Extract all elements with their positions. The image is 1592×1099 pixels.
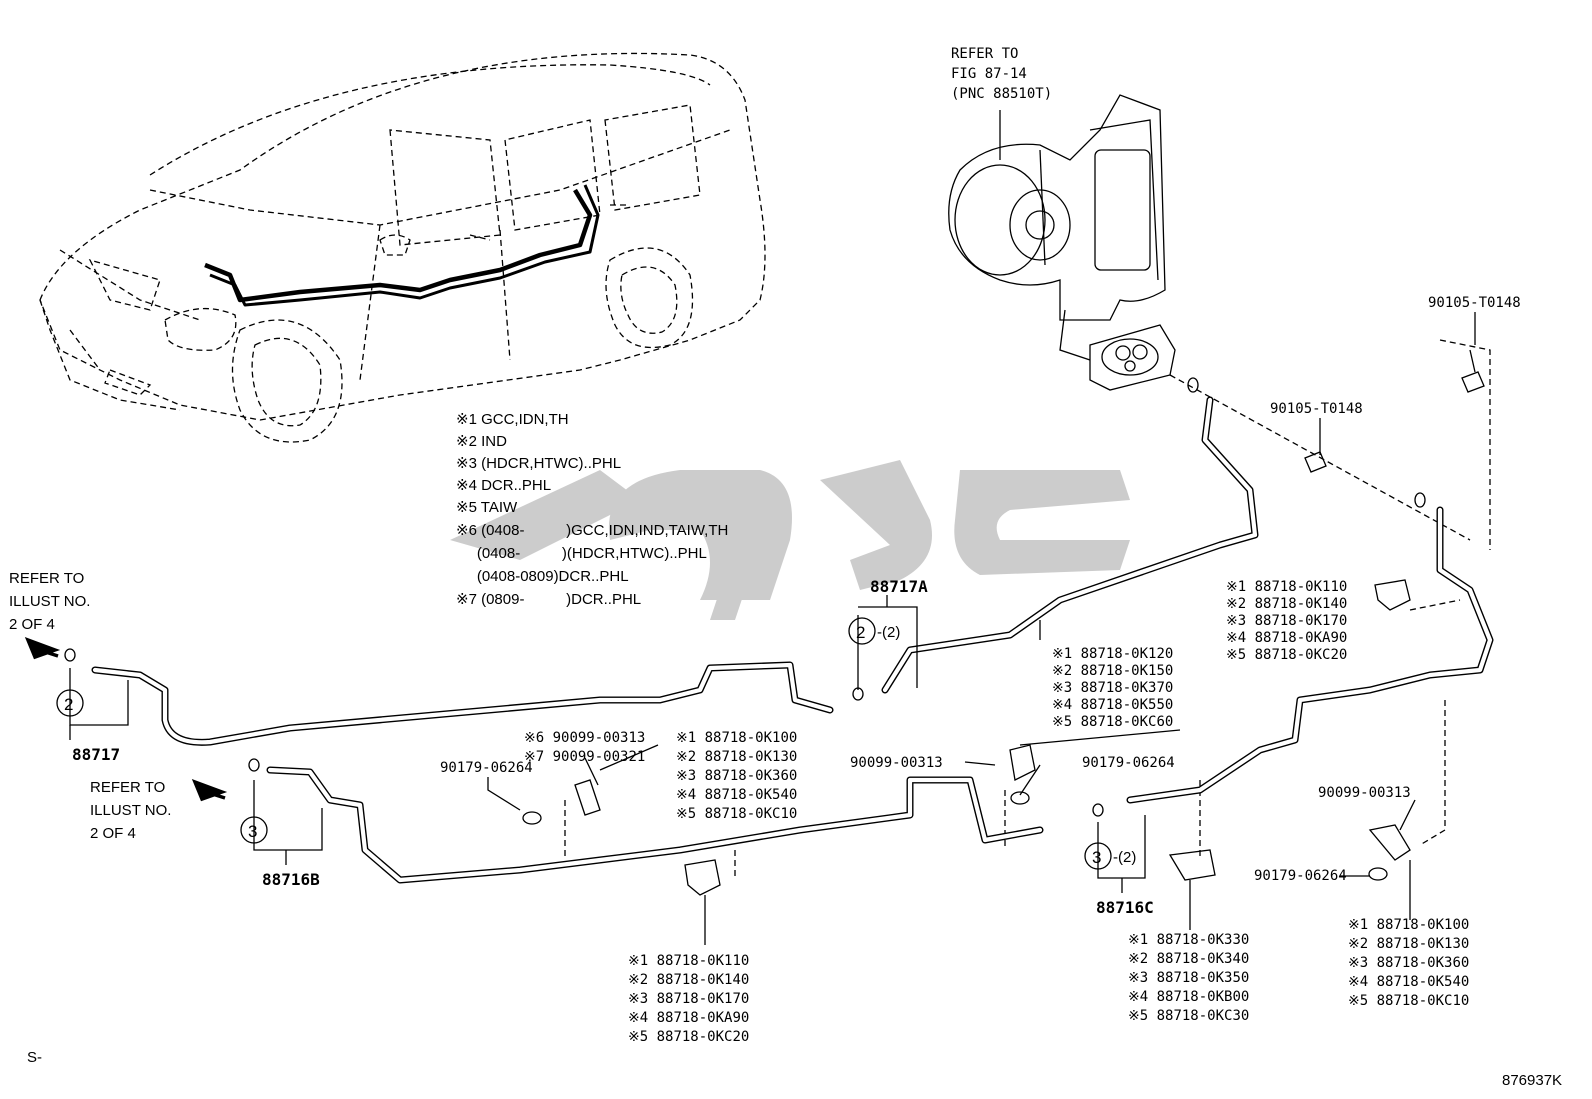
svg-text:※4 88718-0K550: ※4 88718-0K550 (1052, 697, 1173, 713)
part-bolt-center: 90099-00313 (850, 755, 943, 771)
circle-3-right (1084, 842, 1112, 870)
svg-text:※2 88718-0K140: ※2 88718-0K140 (1226, 596, 1347, 612)
legend-line: ※6 (0408- )GCC,IDN,IND,TAIW,TH (456, 522, 728, 539)
svg-text:(PNC 88510T): (PNC 88510T) (951, 86, 1052, 102)
svg-text:※3 88718-0K170: ※3 88718-0K170 (628, 991, 749, 1007)
refer-left-bottom-note: REFER TO ILLUST NO. 2 OF 4 (90, 779, 171, 842)
svg-text:※4 88718-0K540: ※4 88718-0K540 (1348, 974, 1469, 990)
clamp-group-left-bolts: ※6 90099-00313 ※7 90099-00321 (524, 730, 645, 765)
svg-text:※3 88718-0K170: ※3 88718-0K170 (1226, 613, 1347, 629)
callout-lines (69, 312, 1476, 945)
circled-refs: 2 3 2 -(2) 3 -(2) (56, 617, 1136, 870)
svg-text:※5 88718-0KC10: ※5 88718-0KC10 (676, 806, 797, 822)
svg-text:※1 88718-0K120: ※1 88718-0K120 (1052, 646, 1173, 662)
part-bolt-mid: 90105-T0148 (1270, 401, 1363, 417)
svg-text:※4 88718-0KB00: ※4 88718-0KB00 (1128, 989, 1249, 1005)
svg-text:FIG 87-14: FIG 87-14 (951, 66, 1027, 82)
part-88716B: 88716B (262, 870, 320, 889)
part-screw-center-left: 90179-06264 (440, 760, 533, 776)
svg-text:※5 88718-0KC20: ※5 88718-0KC20 (628, 1029, 749, 1045)
circle-2-mid-qty: -(2) (877, 624, 900, 641)
clamp-group-left-clamp: ※1 88718-0K100 ※2 88718-0K130 ※3 88718-0… (676, 730, 797, 822)
part-88717: 88717 (72, 745, 120, 764)
svg-text:※2 88718-0K140: ※2 88718-0K140 (628, 972, 749, 988)
svg-text:※7 90099-00321: ※7 90099-00321 (524, 749, 645, 765)
svg-text:※2 88718-0K130: ※2 88718-0K130 (676, 749, 797, 765)
legend-line: ※3 (HDCR,HTWC)..PHL (456, 455, 621, 472)
circle-2-mid (848, 617, 876, 645)
svg-text:※3 88718-0K370: ※3 88718-0K370 (1052, 680, 1173, 696)
part-88717A: 88717A (870, 577, 928, 596)
heater-pipes (91, 396, 1494, 884)
arrow-left-bottom-icon (191, 778, 228, 802)
svg-text:※2 88718-0K340: ※2 88718-0K340 (1128, 951, 1249, 967)
clamp-group-upper-right: ※1 88718-0K110 ※2 88718-0K140 ※3 88718-0… (1226, 579, 1347, 663)
svg-text:※3 88718-0K360: ※3 88718-0K360 (1348, 955, 1469, 971)
legend-line: ※1 GCC,IDN,TH (456, 411, 569, 428)
svg-text:※4 88718-0KA90: ※4 88718-0KA90 (628, 1010, 749, 1026)
part-screw-center-mid: 90179-06264 (1082, 755, 1175, 771)
svg-text:※1 88718-0K110: ※1 88718-0K110 (628, 953, 749, 969)
svg-text:※5 88718-0KC60: ※5 88718-0KC60 (1052, 714, 1173, 730)
circle-2-left (56, 689, 84, 717)
refer-unit-note: REFER TO FIG 87-14 (PNC 88510T) (951, 46, 1052, 102)
circle-3-right-text: 3 (1092, 848, 1101, 867)
footer-left-mark: S- (27, 1049, 42, 1066)
heater-unit (948, 94, 1176, 391)
legend-line: ※2 IND (456, 433, 507, 450)
circle-3-left (240, 816, 268, 844)
legend-line: ※4 DCR..PHL (456, 477, 551, 494)
svg-text:※2 88718-0K130: ※2 88718-0K130 (1348, 936, 1469, 952)
svg-text:ILLUST NO.: ILLUST NO. (90, 802, 171, 819)
svg-text:※3 88718-0K360: ※3 88718-0K360 (676, 768, 797, 784)
part-screw-right: 90179-06264 (1254, 868, 1347, 884)
clamp-group-center: ※1 88718-0K120 ※2 88718-0K150 ※3 88718-0… (1052, 646, 1173, 730)
legend-line: (0408-0809)DCR..PHL (456, 568, 629, 585)
svg-text:※2 88718-0K150: ※2 88718-0K150 (1052, 663, 1173, 679)
part-bolt-top: 90105-T0148 (1428, 295, 1521, 311)
refer-left-top-note: REFER TO ILLUST NO. 2 OF 4 (9, 570, 90, 633)
svg-text:※5 88718-0KC10: ※5 88718-0KC10 (1348, 993, 1469, 1009)
arrow-left-top-icon (24, 636, 61, 660)
part-88716C: 88716C (1096, 898, 1154, 917)
circle-2-mid-text: 2 (856, 623, 865, 642)
watermark-logo (450, 460, 1130, 620)
clamp-group-bottom-right: ※1 88718-0K100 ※2 88718-0K130 ※3 88718-0… (1348, 917, 1469, 1009)
svg-text:※1 88718-0K330: ※1 88718-0K330 (1128, 932, 1249, 948)
svg-text:REFER TO: REFER TO (951, 46, 1018, 62)
vehicle-outline (39, 52, 766, 443)
legend: ※1 GCC,IDN,TH ※2 IND ※3 (HDCR,HTWC)..PHL… (456, 411, 728, 608)
svg-text:※5 88718-0KC30: ※5 88718-0KC30 (1128, 1008, 1249, 1024)
svg-text:※1 88718-0K100: ※1 88718-0K100 (1348, 917, 1469, 933)
guide-lines (564, 339, 1491, 880)
svg-text:2 OF 4: 2 OF 4 (90, 825, 136, 842)
svg-text:※1 88718-0K110: ※1 88718-0K110 (1226, 579, 1347, 595)
circle-2-left-text: 2 (64, 695, 73, 714)
legend-line: ※7 (0809- )DCR..PHL (456, 591, 641, 608)
legend-line: (0408- )(HDCR,HTWC)..PHL (456, 545, 707, 562)
svg-text:REFER TO: REFER TO (90, 779, 165, 796)
svg-text:ILLUST NO.: ILLUST NO. (9, 593, 90, 610)
circle-3-left-text: 3 (248, 822, 257, 841)
legend-line: ※5 TAIW (456, 499, 518, 516)
footer-code: 876937K (1502, 1072, 1562, 1089)
svg-text:※4 88718-0K540: ※4 88718-0K540 (676, 787, 797, 803)
clamp-group-bottom-mid: ※1 88718-0K330 ※2 88718-0K340 ※3 88718-0… (1128, 932, 1249, 1024)
clamp-group-bottom-left: ※1 88718-0K110 ※2 88718-0K140 ※3 88718-0… (628, 953, 749, 1045)
svg-text:※3 88718-0K350: ※3 88718-0K350 (1128, 970, 1249, 986)
svg-text:※5 88718-0KC20: ※5 88718-0KC20 (1226, 647, 1347, 663)
svg-text:※1 88718-0K100: ※1 88718-0K100 (676, 730, 797, 746)
svg-text:2 OF 4: 2 OF 4 (9, 616, 55, 633)
svg-text:REFER TO: REFER TO (9, 570, 84, 587)
hardware (64, 349, 1485, 896)
svg-text:※4 88718-0KA90: ※4 88718-0KA90 (1226, 630, 1347, 646)
part-bolt-right: 90099-00313 (1318, 785, 1411, 801)
circle-3-right-qty: -(2) (1113, 849, 1136, 866)
svg-text:※6 90099-00313: ※6 90099-00313 (524, 730, 645, 746)
